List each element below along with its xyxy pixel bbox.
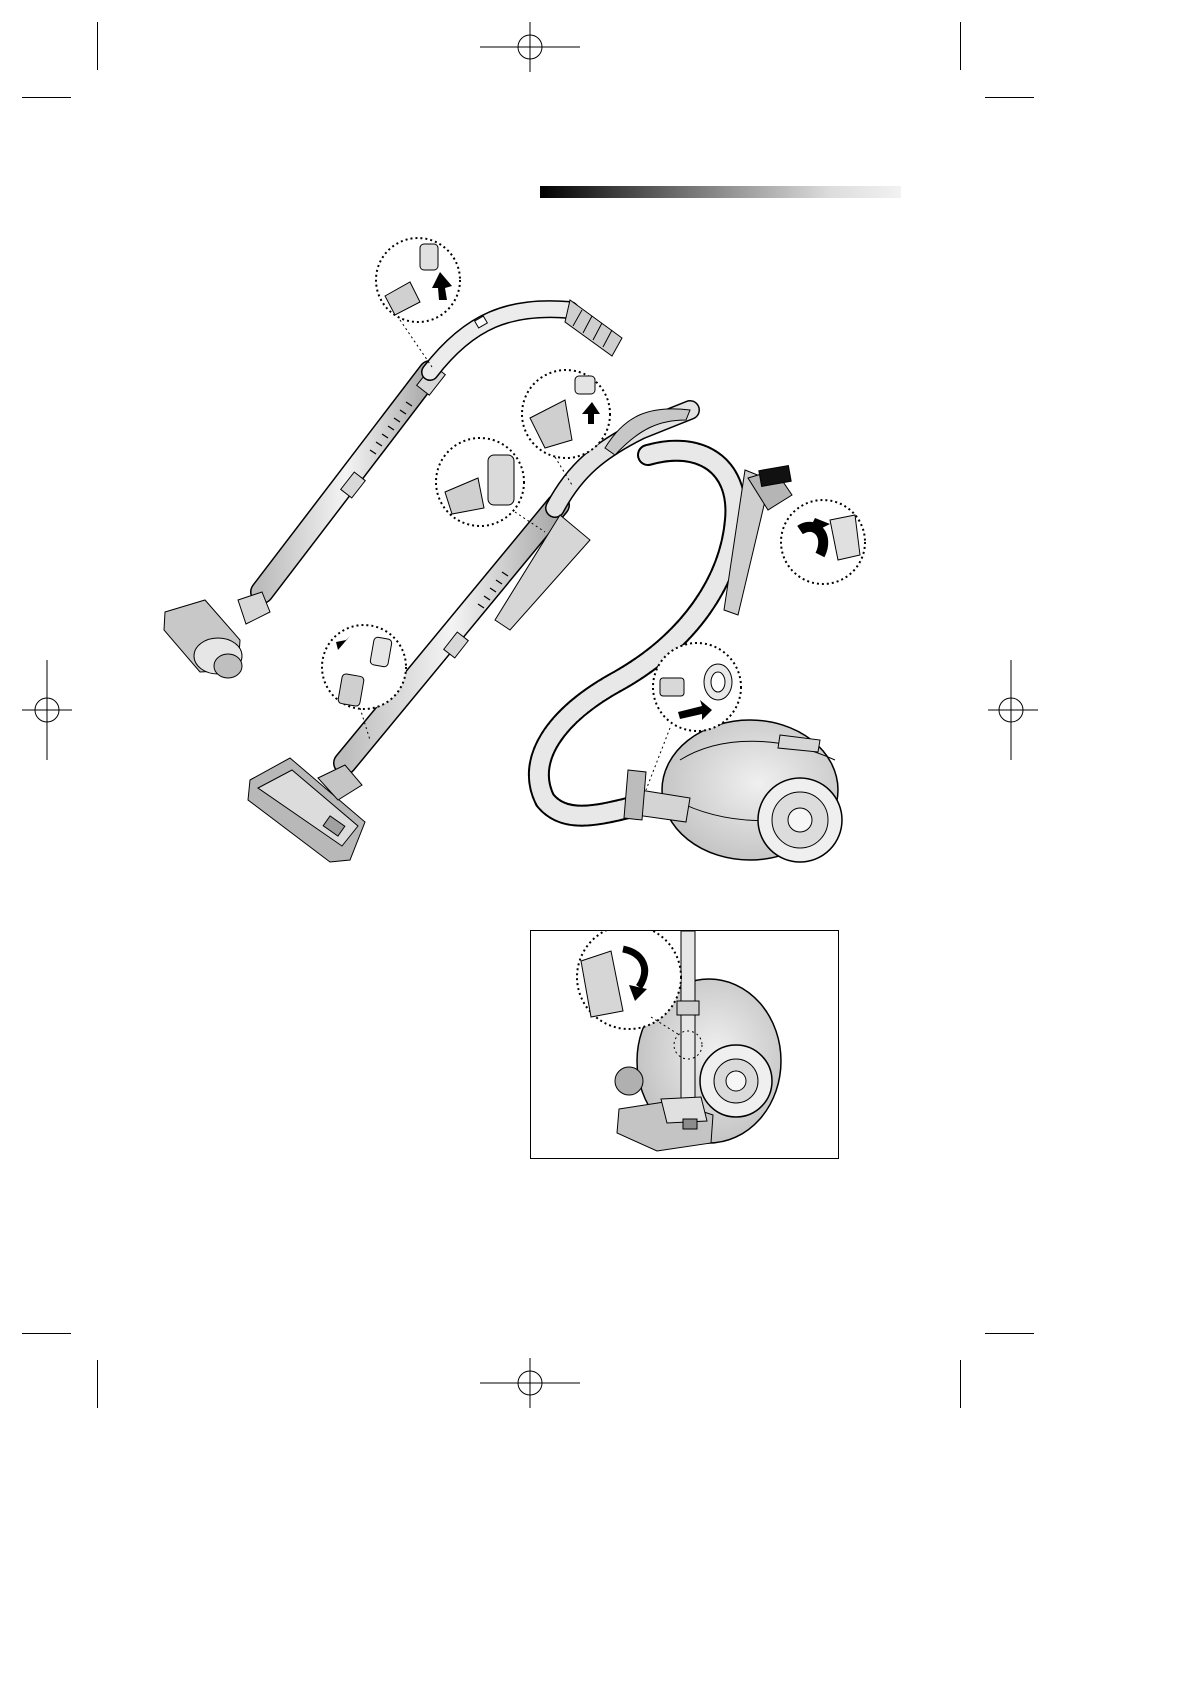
crop-mark-icon xyxy=(960,1360,961,1408)
crop-mark-icon xyxy=(22,1333,71,1334)
zoom-callout-accessory xyxy=(436,438,545,532)
storage-illustration xyxy=(531,931,838,1158)
section-header-bar xyxy=(540,186,901,198)
crop-mark-icon xyxy=(22,97,71,98)
hose-coupling xyxy=(565,300,622,356)
crop-mark-icon xyxy=(985,1333,1034,1334)
floor-brush-head xyxy=(248,758,365,862)
registration-mark-icon xyxy=(0,660,100,760)
crop-mark-icon xyxy=(985,97,1034,98)
vacuum-body xyxy=(624,720,842,862)
crop-mark-icon xyxy=(97,22,98,70)
assembly-illustration xyxy=(140,225,880,885)
turbo-brush-assembly xyxy=(164,300,622,678)
registration-mark-icon xyxy=(960,660,1060,760)
crop-mark-icon xyxy=(97,1360,98,1408)
crop-mark-icon xyxy=(960,22,961,70)
registration-mark-icon xyxy=(480,0,580,100)
zoom-callout-clip xyxy=(781,500,865,584)
registration-mark-icon xyxy=(480,1336,580,1436)
turbo-brush-head xyxy=(164,592,270,678)
storage-inset xyxy=(530,930,839,1159)
